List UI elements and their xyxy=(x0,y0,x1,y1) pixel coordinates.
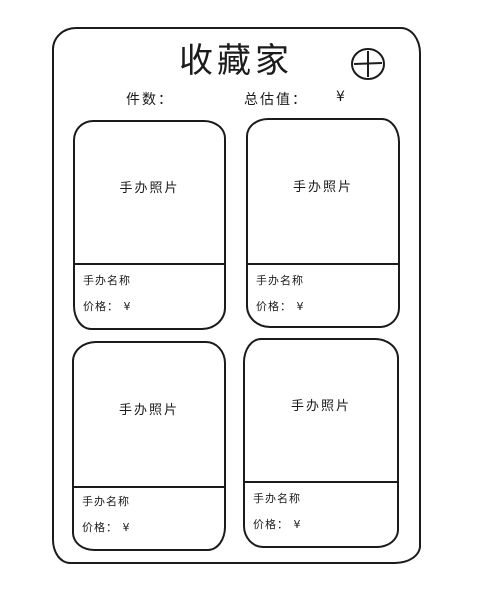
total-value-label: 总估值： xyxy=(244,92,308,108)
figure-name-label: 手办名称 xyxy=(83,274,131,287)
figure-price-label: 价格： ¥ xyxy=(256,300,305,313)
figure-photo-placeholder: 手办照片 xyxy=(74,343,224,488)
figure-card[interactable]: 手办照片 手办名称 价格： ¥ xyxy=(73,120,226,330)
figure-photo-placeholder: 手办照片 xyxy=(248,120,398,265)
figure-name-label: 手办名称 xyxy=(256,274,304,287)
figure-price-label: 价格： ¥ xyxy=(253,518,302,531)
figure-card[interactable]: 手办照片 手办名称 价格： ¥ xyxy=(243,338,399,548)
figure-photo-label: 手办照片 xyxy=(292,180,353,195)
add-item-button[interactable] xyxy=(349,46,387,82)
figure-card[interactable]: 手办照片 手办名称 价格： ¥ xyxy=(72,341,226,551)
figure-price-label: 价格： ¥ xyxy=(82,521,131,534)
total-value-currency: ¥ xyxy=(336,89,345,105)
phone-frame xyxy=(52,27,421,564)
plus-circle-icon xyxy=(351,48,385,80)
figure-card[interactable]: 手办照片 手办名称 价格： ¥ xyxy=(246,118,400,328)
figure-photo-label: 手办照片 xyxy=(118,403,179,418)
item-count-label: 件数： xyxy=(126,92,174,108)
figure-photo-placeholder: 手办照片 xyxy=(245,340,397,483)
figure-name-label: 手办名称 xyxy=(253,492,301,505)
figure-price-label: 价格： ¥ xyxy=(83,300,132,313)
page-title: 收藏家 xyxy=(179,41,293,81)
figure-name-label: 手办名称 xyxy=(82,495,130,508)
figure-photo-label: 手办照片 xyxy=(119,181,180,196)
figure-photo-label: 手办照片 xyxy=(290,399,351,414)
figure-photo-placeholder: 手办照片 xyxy=(75,122,224,265)
